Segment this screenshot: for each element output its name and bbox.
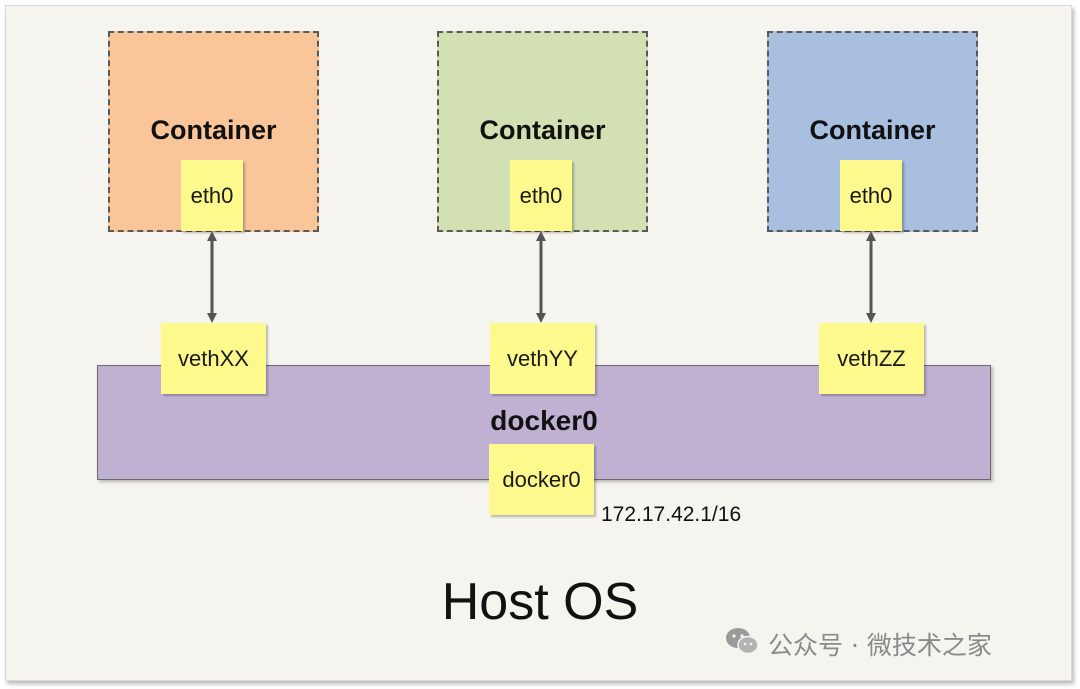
veth-note-2: vethYY: [490, 323, 595, 394]
docker0-ip-label: 172.17.42.1/16: [601, 503, 742, 526]
watermark: 公众号 · 微技术之家: [724, 626, 992, 662]
host-os-label: Host OS: [441, 573, 639, 631]
veth-note-1: vethXX: [161, 323, 266, 394]
veth-note-3: vethZZ: [819, 323, 924, 394]
docker0-bridge-title: docker0: [490, 405, 598, 436]
container-title-2: Container: [479, 115, 606, 145]
watermark-text: 公众号 · 微技术之家: [768, 631, 992, 660]
container-title-3: Container: [809, 115, 936, 145]
wechat-icon: [724, 626, 760, 662]
container-title-1: Container: [150, 115, 277, 145]
eth0-note-3: eth0: [840, 160, 902, 231]
docker0-iface-note: docker0: [489, 444, 594, 515]
eth0-note-2: eth0: [510, 160, 572, 231]
eth0-note-1: eth0: [181, 160, 243, 231]
